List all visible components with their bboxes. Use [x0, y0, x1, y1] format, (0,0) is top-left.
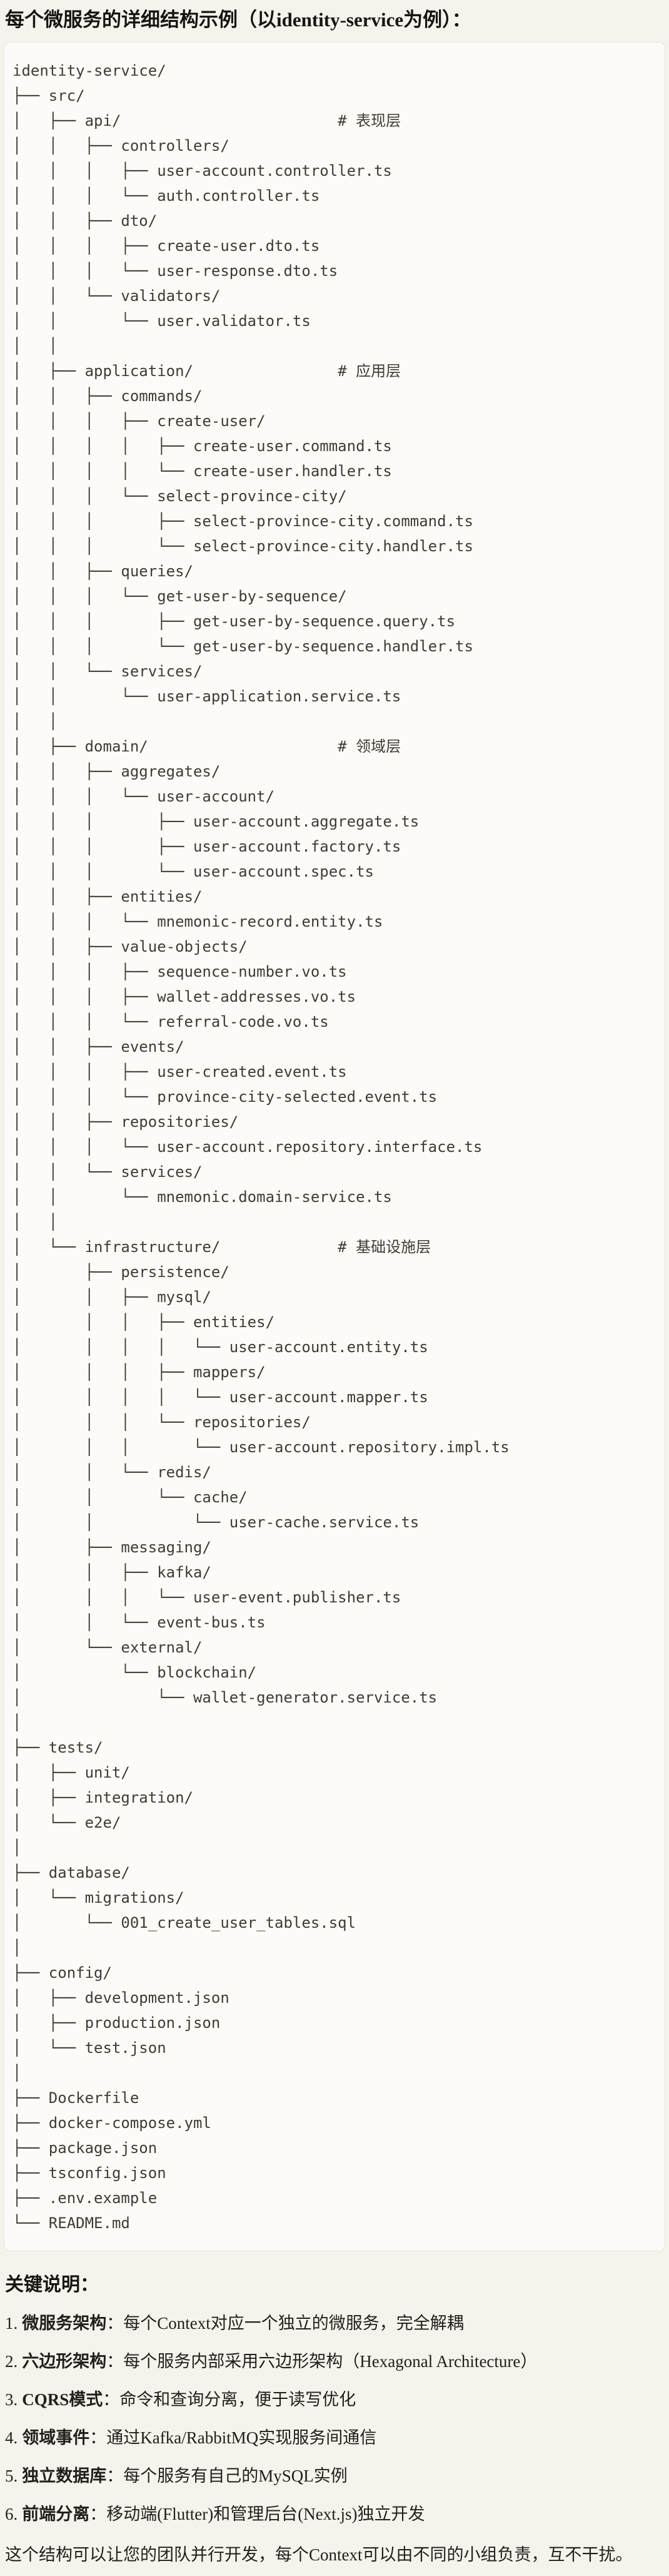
closing-paragraph: 这个结构可以让您的团队并行开发，每个Context可以由不同的小组负责，互不干扰… [5, 2545, 633, 2565]
note-text: ：通过Kafka/RabbitMQ实现服务间通信 [89, 2428, 377, 2448]
note-item: 4.领域事件：通过Kafka/RabbitMQ实现服务间通信 [4, 2427, 665, 2449]
note-term: 前端分离 [22, 2505, 90, 2524]
page-title: 每个微服务的详细结构示例（以identity-service为例）： [5, 9, 471, 31]
note-number: 6. [5, 2505, 18, 2524]
note-number: 5. [5, 2467, 18, 2486]
note-text: ：每个服务有自己的MySQL实例 [106, 2467, 348, 2486]
code-block: identity-service/ ├── src/ │ ├── api/ # … [4, 41, 665, 2251]
note-item: 1.微服务架构：每个Context对应一个独立的微服务，完全解耦 [4, 2313, 665, 2334]
note-text: ：命令和查询分离，便于读写优化 [103, 2390, 356, 2409]
note-item: 3.CQRS模式：命令和查询分离，便于读写优化 [4, 2389, 665, 2411]
note-term: 六边形架构 [22, 2351, 107, 2371]
note-term: 独立数据库 [22, 2467, 107, 2486]
notes-heading: 关键说明： [5, 2274, 99, 2295]
note-number: 3. [5, 2390, 18, 2409]
note-item: 6.前端分离：移动端(Flutter)和管理后台(Next.js)独立开发 [4, 2503, 665, 2525]
note-term: CQRS模式 [22, 2390, 103, 2409]
note-number: 1. [5, 2313, 18, 2333]
note-text: ：每个服务内部采用六边形架构（Hexagonal Architecture） [106, 2351, 538, 2371]
note-item: 2.六边形架构：每个服务内部采用六边形架构（Hexagonal Architec… [4, 2351, 665, 2373]
note-term: 微服务架构 [22, 2313, 107, 2333]
file-tree: identity-service/ ├── src/ │ ├── api/ # … [13, 61, 510, 2232]
note-number: 2. [5, 2351, 18, 2371]
note-item: 5.独立数据库：每个服务有自己的MySQL实例 [4, 2465, 665, 2487]
note-text: ：每个Context对应一个独立的微服务，完全解耦 [106, 2313, 464, 2333]
note-text: ：移动端(Flutter)和管理后台(Next.js)独立开发 [89, 2505, 425, 2524]
note-term: 领域事件 [22, 2428, 90, 2448]
note-number: 4. [5, 2428, 18, 2448]
